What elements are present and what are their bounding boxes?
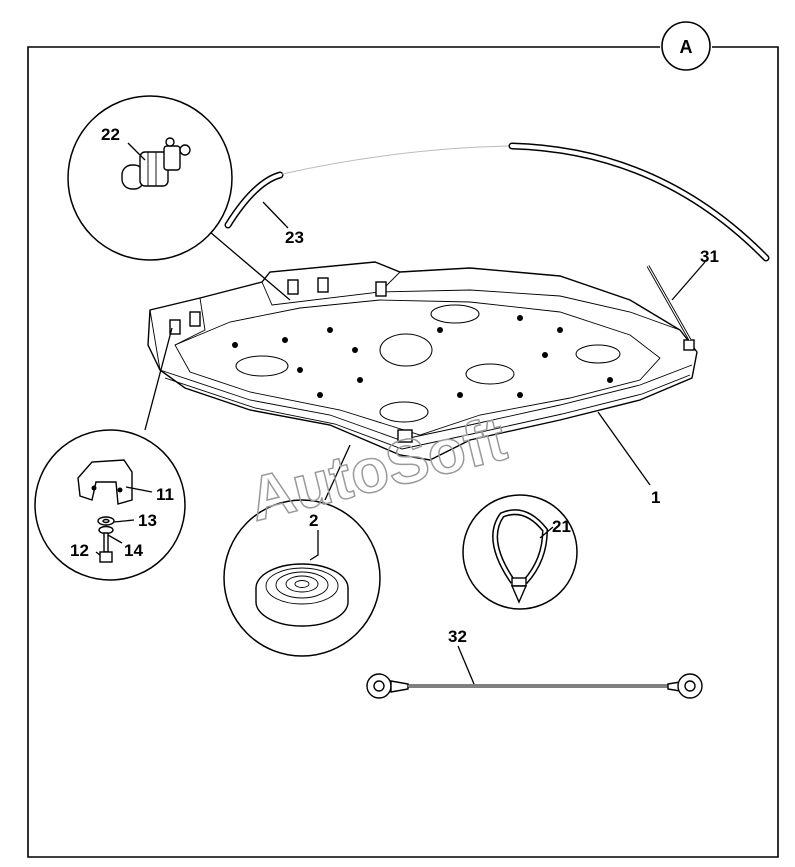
tray-recess xyxy=(379,333,433,367)
callout-14: 14 xyxy=(124,541,143,560)
tape-roll-2 xyxy=(255,563,349,627)
callout-11: 11 xyxy=(156,485,174,504)
callout-labels: 22 23 31 1 11 13 14 12 2 21 32 xyxy=(70,125,719,646)
washer-13 xyxy=(97,516,115,526)
screw-12 xyxy=(99,532,113,563)
rod-31 xyxy=(646,265,692,341)
section-badge: A xyxy=(661,21,711,71)
callout-1: 1 xyxy=(651,488,660,507)
hose-23 xyxy=(224,142,770,262)
cable-tie-21 xyxy=(492,509,549,604)
callout-31: 31 xyxy=(700,247,719,266)
callout-12: 12 xyxy=(70,541,89,560)
tray-recess xyxy=(575,344,621,364)
fitting-22 xyxy=(121,137,191,190)
detail-fitting-22 xyxy=(67,95,291,301)
tray-recess xyxy=(379,401,429,423)
tray-floor-holes xyxy=(232,315,613,398)
tray-recess xyxy=(430,304,480,324)
callout-2: 2 xyxy=(309,511,318,530)
callout-13: 13 xyxy=(138,511,157,530)
tray-assembly xyxy=(147,261,698,461)
detail-bracket-11 xyxy=(34,327,186,581)
leader-lines xyxy=(95,142,706,685)
detail-cable-tie-21 xyxy=(462,494,578,610)
tray-floor xyxy=(174,299,661,436)
callout-22: 22 xyxy=(101,125,120,144)
tray-left-wall xyxy=(149,297,206,371)
tray-brackets xyxy=(169,277,695,443)
diagram-frame xyxy=(27,46,779,858)
tray-back-wall xyxy=(261,271,681,331)
callout-32: 32 xyxy=(448,627,467,646)
detail-tape-2 xyxy=(223,444,381,657)
callout-23: 23 xyxy=(285,228,304,247)
tray-recess xyxy=(235,355,289,377)
tray-recess xyxy=(465,363,515,385)
bracket-11 xyxy=(77,459,133,505)
tray-front-rim xyxy=(159,364,693,441)
section-label: A xyxy=(680,37,693,57)
callout-21: 21 xyxy=(552,517,571,536)
strap-32 xyxy=(366,673,703,699)
tray-front-rim-lower xyxy=(164,374,691,450)
